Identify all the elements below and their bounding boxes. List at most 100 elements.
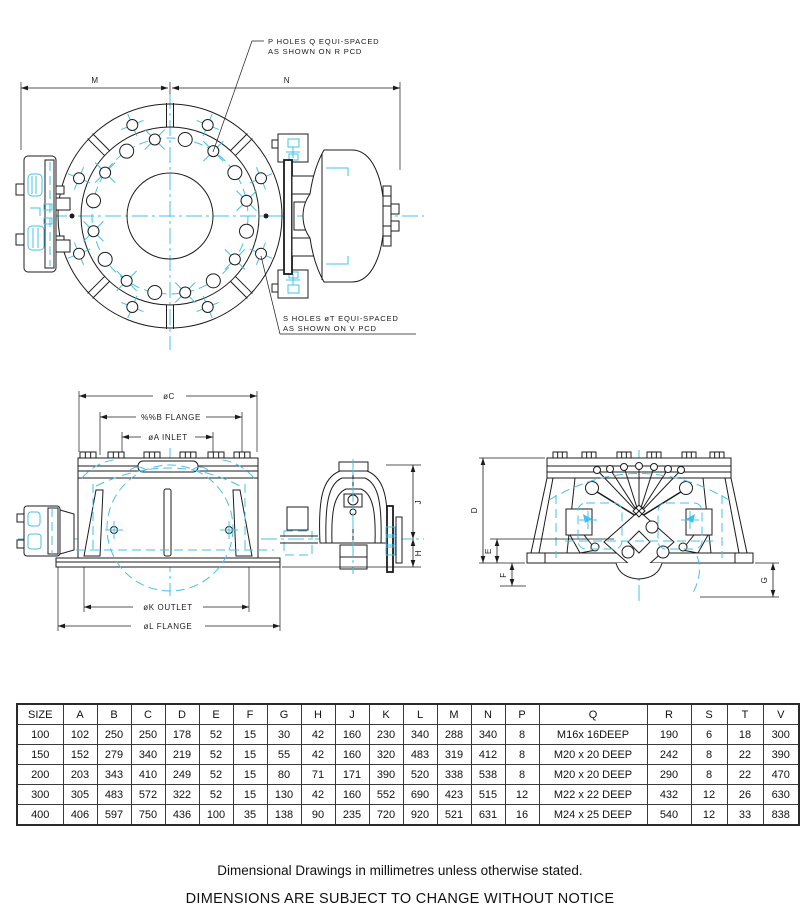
body-rib — [83, 489, 104, 557]
body-rib — [163, 488, 172, 557]
flange-holes — [67, 113, 273, 319]
table-cell: 320 — [368, 744, 404, 765]
table-cell: 300 — [16, 784, 64, 805]
col-header: V — [762, 703, 800, 725]
flange-bolt — [179, 451, 197, 459]
dim-c: øC — [78, 391, 258, 452]
col-header: M — [436, 703, 472, 725]
table-cell: 515 — [470, 784, 506, 805]
table-cell: 750 — [130, 804, 166, 826]
table-cell: 338 — [436, 764, 472, 785]
flange-rib — [87, 138, 105, 156]
table-cell: 30 — [266, 724, 302, 745]
table-cell: 52 — [198, 764, 234, 785]
col-header: A — [62, 703, 98, 725]
flange-hole — [255, 247, 268, 260]
col-header: P — [504, 703, 540, 725]
table-cell: 400 — [16, 804, 64, 826]
table-cell: 423 — [436, 784, 472, 805]
actuator-dome — [302, 149, 385, 283]
dim-m-n: M N — [20, 76, 401, 170]
tapped-hole — [99, 166, 112, 179]
dim-label-f: F — [499, 572, 508, 578]
table-cell: 8 — [690, 744, 728, 765]
table-cell: 15 — [232, 784, 268, 805]
table-cell: 102 — [62, 724, 98, 745]
table-cell: 432 — [646, 784, 692, 805]
flange-rib — [230, 133, 248, 151]
flange-bolt — [79, 451, 97, 459]
linkage-spoke — [623, 466, 640, 515]
spoke-bolt — [635, 462, 643, 470]
table-cell: 26 — [726, 784, 764, 805]
table-cell: 390 — [762, 744, 800, 765]
outer-flange-circle — [57, 103, 283, 329]
spoke-bolt — [593, 466, 601, 474]
table-cell: 42 — [300, 724, 336, 745]
annotation-p-holes: P HOLES Q EQUI-SPACED AS SHOWN ON R PCD — [212, 37, 379, 153]
spoke-bolt — [606, 465, 614, 473]
table-cell: 235 — [334, 804, 370, 826]
table-cell: 340 — [470, 724, 506, 745]
table-cell: 249 — [164, 764, 200, 785]
table-cell: 250 — [130, 724, 166, 745]
table-cell: 160 — [334, 724, 370, 745]
dim-k: øK OUTLET — [83, 567, 250, 612]
flange-ribs — [87, 103, 253, 329]
table-cell: 279 — [96, 744, 132, 765]
body-rib — [232, 489, 253, 557]
table-cell: 8 — [504, 764, 540, 785]
spoke-bolt — [650, 463, 658, 471]
flange-hole — [72, 172, 85, 185]
table-cell: 288 — [436, 724, 472, 745]
table-cell: 33 — [726, 804, 764, 826]
dim-l: øL FLANGE — [57, 567, 281, 631]
flange-hole — [201, 301, 214, 314]
table-cell: 138 — [266, 804, 302, 826]
dim-g: G — [700, 562, 779, 598]
dimension-table: SIZE A B C D E F G H J K L M N P Q R S T… — [16, 703, 800, 826]
table-cell: 410 — [130, 764, 166, 785]
table-cell: 15 — [232, 724, 268, 745]
lifting-slot — [137, 460, 199, 473]
dim-b: %%B FLANGE — [99, 412, 243, 455]
table-cell: 319 — [436, 744, 472, 765]
spoke-bolt — [664, 465, 672, 473]
flange-rib — [230, 281, 248, 299]
table-cell: 597 — [96, 804, 132, 826]
tapped-hole — [179, 286, 192, 299]
col-header: B — [96, 703, 132, 725]
table-cell: 90 — [300, 804, 336, 826]
col-header: G — [266, 703, 302, 725]
raised-face-circle — [80, 126, 260, 306]
table-cell: 538 — [470, 764, 506, 785]
table-cell: 12 — [690, 804, 728, 826]
linkage-arm — [641, 489, 685, 517]
hub-center — [627, 530, 651, 554]
dim-label-h: H — [414, 550, 423, 556]
hub-top-bolt — [632, 504, 646, 518]
annotation-s-holes: S HOLES øT EQUI-SPACED AS SHOWN ON V PCD — [260, 255, 416, 335]
table-cell: 406 — [62, 804, 98, 826]
col-header: S — [690, 703, 728, 725]
flange-bolt — [233, 451, 251, 459]
table-cell: 100 — [16, 724, 64, 745]
dim-label-g: G — [760, 577, 769, 584]
table-cell: 160 — [334, 744, 370, 765]
footer-note: Dimensional Drawings in millimetres unle… — [217, 863, 583, 878]
table-cell: 242 — [646, 744, 692, 765]
bolt-hole — [119, 143, 135, 159]
table-header-row: SIZE A B C D E F G H J K L M N P Q R S T… — [16, 703, 800, 725]
col-header: K — [368, 703, 404, 725]
table-cell: 52 — [198, 724, 234, 745]
flange-bolt — [616, 451, 632, 459]
table-cell: 300 — [762, 724, 800, 745]
hidden-detail — [62, 459, 274, 592]
left-gearbox-side — [16, 505, 75, 557]
col-header: E — [198, 703, 234, 725]
table-cell: 412 — [470, 744, 506, 765]
table-cell: 12 — [504, 784, 540, 805]
hidden-detail — [548, 473, 730, 597]
